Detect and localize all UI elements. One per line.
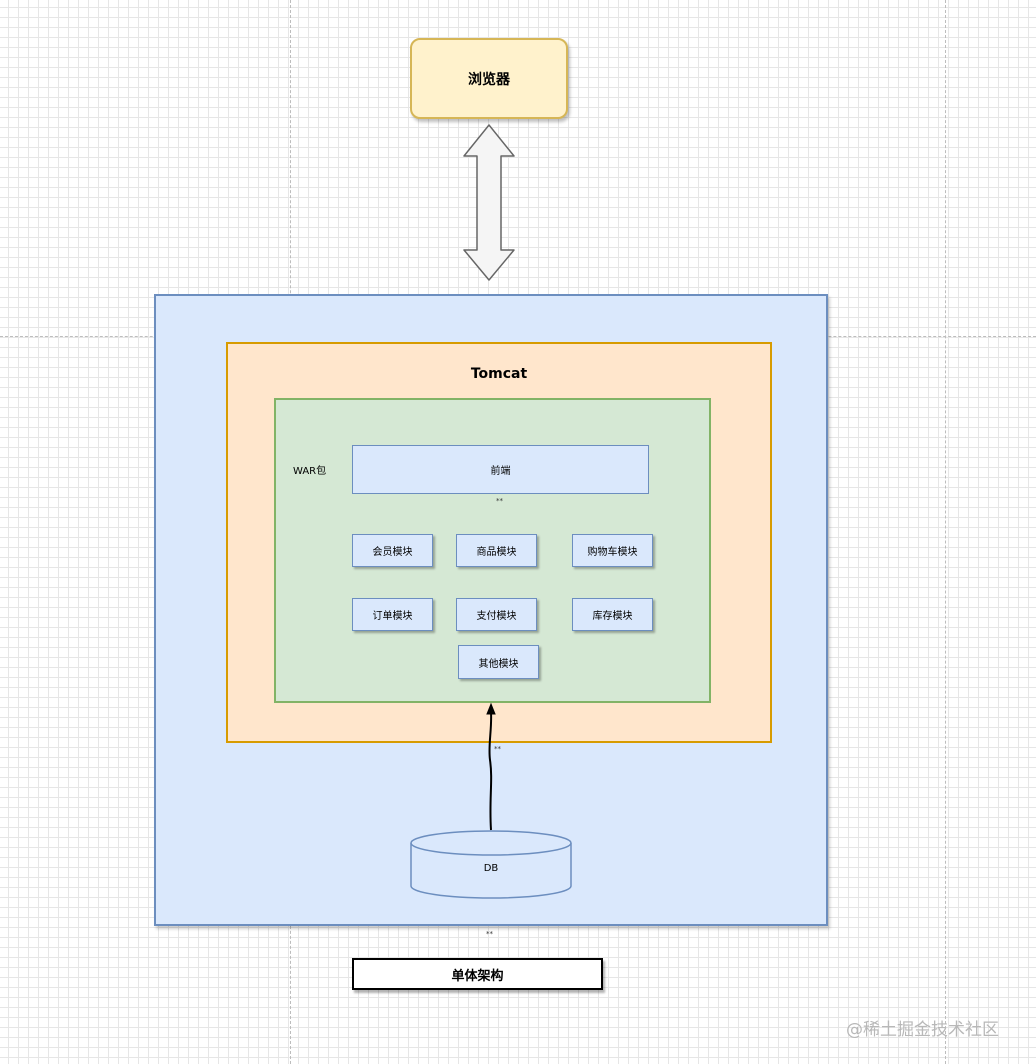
edge-label: ** (486, 930, 493, 938)
module-label: 购物车模块 (587, 547, 638, 558)
frontend-label: 前端 (490, 466, 511, 477)
frontend-module[interactable]: 前端 (352, 445, 649, 494)
guide-line-vertical (945, 0, 946, 1064)
tomcat-title: Tomcat (470, 366, 528, 382)
browser-label: 浏览器 (468, 71, 510, 88)
module-order[interactable]: 订单模块 (352, 598, 433, 631)
module-label: 订单模块 (372, 611, 413, 622)
war-label: WAR包 (293, 466, 327, 477)
module-product[interactable]: 商品模块 (456, 534, 537, 567)
browser-node[interactable]: 浏览器 (410, 38, 568, 119)
module-payment[interactable]: 支付模块 (456, 598, 537, 631)
module-label: 支付模块 (476, 611, 517, 622)
module-other[interactable]: 其他模块 (458, 645, 539, 679)
module-label: 会员模块 (372, 547, 413, 558)
module-label: 库存模块 (592, 611, 633, 622)
database-label: DB (483, 863, 499, 874)
edge-label: ** (494, 745, 501, 753)
double-arrow-shape[interactable] (463, 124, 515, 281)
module-member[interactable]: 会员模块 (352, 534, 433, 567)
module-inventory[interactable]: 库存模块 (572, 598, 653, 631)
module-label: 商品模块 (476, 547, 517, 558)
caption-label: 单体架构 (451, 968, 504, 984)
architecture-caption[interactable]: 单体架构 (352, 958, 603, 990)
module-label: 其他模块 (478, 658, 519, 670)
edge-label: ** (496, 497, 503, 505)
module-cart[interactable]: 购物车模块 (572, 534, 653, 567)
watermark: @稀土掘金技术社区 (846, 1020, 999, 1040)
